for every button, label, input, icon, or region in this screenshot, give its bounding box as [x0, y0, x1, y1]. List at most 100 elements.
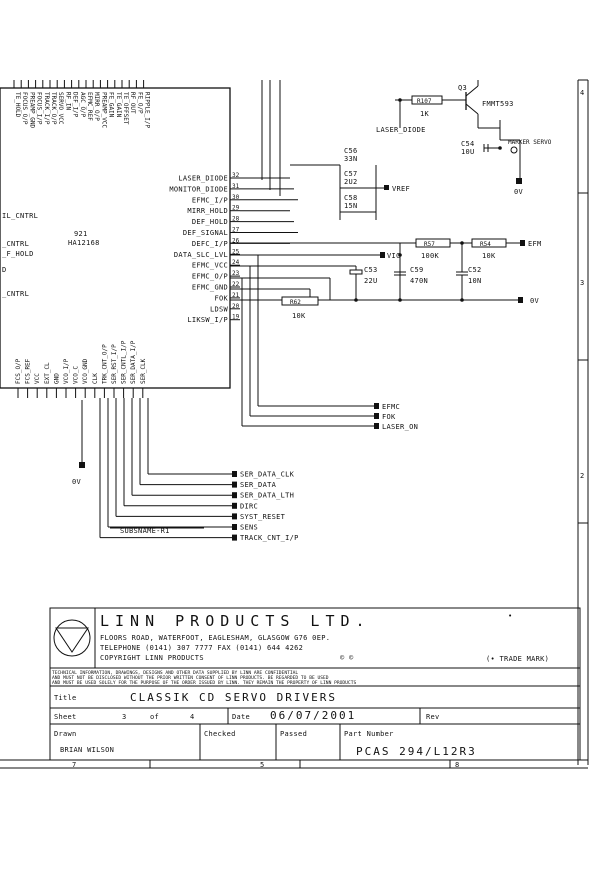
zone-right-1: 4: [580, 89, 585, 97]
c52-value: 10N: [468, 277, 482, 285]
top-pin-name: TE_GAIN: [115, 92, 122, 118]
bottom-net-label: SENS: [240, 524, 258, 532]
c58-ref: C58: [344, 194, 358, 202]
right-pin-number: 31: [232, 183, 240, 190]
bottom-pin-name: SER_CLK: [140, 358, 147, 384]
top-pin: TE_GAIN: [114, 80, 122, 118]
bottom-pin-name: TRK_CNT_O/P: [101, 344, 108, 384]
sheet-total: 4: [190, 713, 195, 721]
bottom-pin-name: GND: [53, 373, 60, 384]
bottom-pin: SER_RST_I/P: [111, 344, 118, 398]
top-pin: EFMC_REF: [85, 80, 93, 121]
title-block: LINN PRODUCTS LTD. • FLOORS ROAD, WATERF…: [49, 607, 581, 761]
c59-ref: C59: [410, 266, 424, 274]
right-pin-number: 20: [232, 303, 240, 310]
right-pin-number: 25: [232, 248, 240, 255]
right-pin: DEF_SIGNAL 27: [183, 227, 298, 237]
sheet-frame: 4 3 2 7 5 8: [0, 79, 589, 769]
part-number-label: Part Number: [344, 730, 394, 738]
c57-ref: C57: [344, 170, 358, 178]
top-pin: DEF_I/P: [71, 80, 79, 118]
company-copyright: COPYRIGHT LINN PRODUCTS: [100, 654, 204, 662]
top-pin-name: FOCUS_I/P: [36, 92, 43, 125]
rc-network: R57 100K R54 10K EFM C52 10N VIC C59 470…: [230, 238, 541, 320]
right-pin-number: 27: [232, 227, 240, 234]
top-pin-name: TRACK_I/P: [43, 92, 50, 125]
top-pin: TRACK_O/P: [49, 80, 57, 125]
right-pin-name: EFMC_I/P: [192, 196, 228, 204]
bottom-pin-name: VCO_I/P: [63, 358, 70, 384]
left-label-d: D: [2, 266, 7, 274]
bottom-pin-name: EXT_CL: [44, 362, 51, 384]
bottom-net: SER_DATA: [139, 398, 276, 489]
zone-bottom-3: 8: [455, 761, 460, 769]
bottom-net-label: TRACK_CNT_I/P: [240, 534, 299, 542]
q3-ref: Q3: [458, 84, 467, 92]
ic-921: 921 HA12168: [0, 87, 231, 389]
bottom-pin: GND: [53, 373, 60, 398]
top-pin: FOCUS_O/P: [20, 80, 28, 125]
bottom-pin: SER_DATA_I/P: [130, 340, 137, 398]
r62-ref: R62: [290, 299, 301, 306]
c56-value: 33N: [344, 155, 358, 163]
disclaimer-line-1: TECHNICAL INFORMATION, DRAWINGS, DESIGNS…: [52, 670, 298, 676]
bottom-nets: 0V SUBSNAME-R1 SER_DATA_CLKSER_DATASER_D…: [72, 398, 299, 542]
top-pin: RIPPLE_I/P: [143, 80, 151, 129]
zone-right-3: 2: [580, 472, 585, 480]
right-pin-name: MIRR_HOLD: [187, 207, 228, 215]
top-pin-name: TE_OFFSET: [122, 92, 129, 125]
bottom-pin-name: FCS_REF: [25, 358, 32, 384]
top-pin-name: DEF_I/P: [72, 92, 79, 118]
ground-rc: 0V: [530, 297, 540, 305]
left-label-cntrl: _CNTRL: [2, 240, 29, 248]
top-pin: RF_OUT: [128, 80, 136, 114]
bottom-pin: FCS_REF: [25, 358, 32, 398]
bottom-pin: TRK_CNT_O/P: [101, 344, 108, 398]
right-pin-name: DEF_HOLD: [192, 218, 228, 226]
vic-net: VIC: [387, 252, 401, 260]
right-pin-number: 26: [232, 237, 240, 244]
laser-diode-net: LASER_DIODE: [376, 126, 426, 134]
bottom-pin-name: VCO_C: [73, 366, 80, 384]
date-value: 06/07/2001: [270, 709, 356, 722]
bottom-net: SYST_RESET: [115, 398, 285, 521]
top-pin: PREAMP_GND: [27, 80, 35, 129]
r57-ref: R57: [424, 241, 435, 248]
company-address: FLOORS ROAD, WATERFOOT, EAGLESHAM, GLASG…: [100, 634, 330, 642]
left-label-f-hold: _F_HOLD: [2, 250, 34, 258]
company-name: LINN PRODUCTS LTD.: [100, 612, 371, 630]
bottom-pin-name: VCC: [34, 373, 41, 384]
cap-cluster: C56 33N C57 2U2 C58 15N VREF: [290, 147, 410, 220]
right-pin-number: 24: [232, 259, 240, 266]
checked-label: Checked: [204, 730, 236, 738]
top-pin-name: SERVO_VCC: [57, 92, 64, 125]
bottom-net-label: DIRC: [240, 502, 258, 510]
right-pin: EFMC_I/P 30: [192, 194, 298, 204]
right-pin-name: DEF_SIGNAL: [183, 229, 228, 237]
bottom-pin-name: CLK: [92, 373, 99, 384]
r54-ref: R54: [480, 241, 491, 248]
copyright-symbols: © ©: [340, 654, 354, 662]
bottom-pin-name: SER_CNTL_I/P: [121, 340, 128, 384]
r54-value: 10K: [482, 252, 496, 260]
top-pin-name: AGC_O/P: [79, 92, 86, 118]
transistor-q3: Q3 FMMT593 R107 1K LASER_DIODE C54 10U M…: [376, 80, 552, 196]
c53-value: 22U: [364, 277, 378, 285]
right-pin-number: 19: [232, 314, 240, 321]
top-pin: FOCUS_I/P: [35, 80, 43, 125]
right-pin-number: 30: [232, 194, 240, 201]
net-efmc: EFMC: [382, 403, 400, 411]
r107-ref: R107: [417, 98, 432, 105]
sheet-label: Sheet: [54, 713, 77, 721]
bottom-net: SENS: [107, 398, 258, 532]
top-pin: RF_IN: [63, 80, 71, 110]
zone-bottom-1: 7: [72, 761, 77, 769]
top-pin-name: PREAMP_GND: [28, 92, 35, 129]
bottom-pin: FCS_O/P: [15, 358, 22, 398]
c54-ref: C54: [461, 140, 475, 148]
